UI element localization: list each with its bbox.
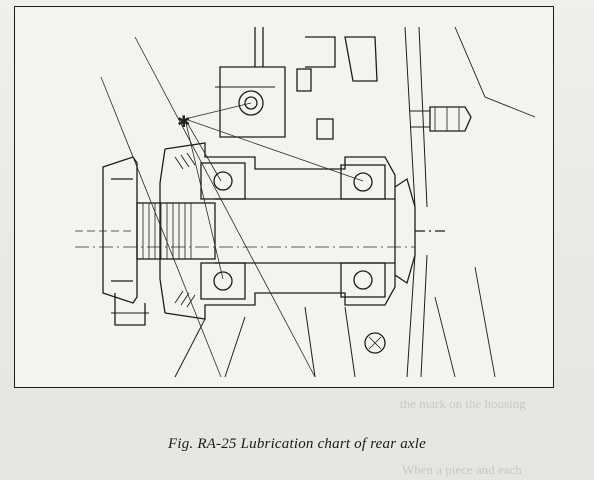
axle-shaft-end [136, 202, 216, 260]
upper-bracket [219, 66, 286, 138]
rear-axle-cross-section-drawing [75, 26, 536, 378]
axle-shaft [215, 198, 395, 264]
figure-caption: Fig. RA-25 Lubrication chart of rear axl… [167, 436, 427, 452]
lubrication-point-marker: ✱ [177, 112, 191, 131]
rear-axle-drawing-frame: ✱ [14, 6, 554, 388]
inner-bearing-upper [340, 164, 386, 200]
bleed-through-text: the mark on the housing [400, 396, 526, 411]
bleed-through-text: When a piece and each [402, 462, 522, 477]
lower-bolt [114, 293, 146, 326]
axle-housing-top [164, 142, 396, 187]
inner-bearing-lower [340, 262, 386, 298]
outer-bearing-upper [200, 162, 246, 200]
bolt-head [238, 90, 264, 116]
hex-bolt [429, 106, 472, 132]
axle-housing-bottom [164, 275, 396, 320]
nut [296, 68, 312, 92]
outer-bearing-lower [200, 262, 246, 300]
